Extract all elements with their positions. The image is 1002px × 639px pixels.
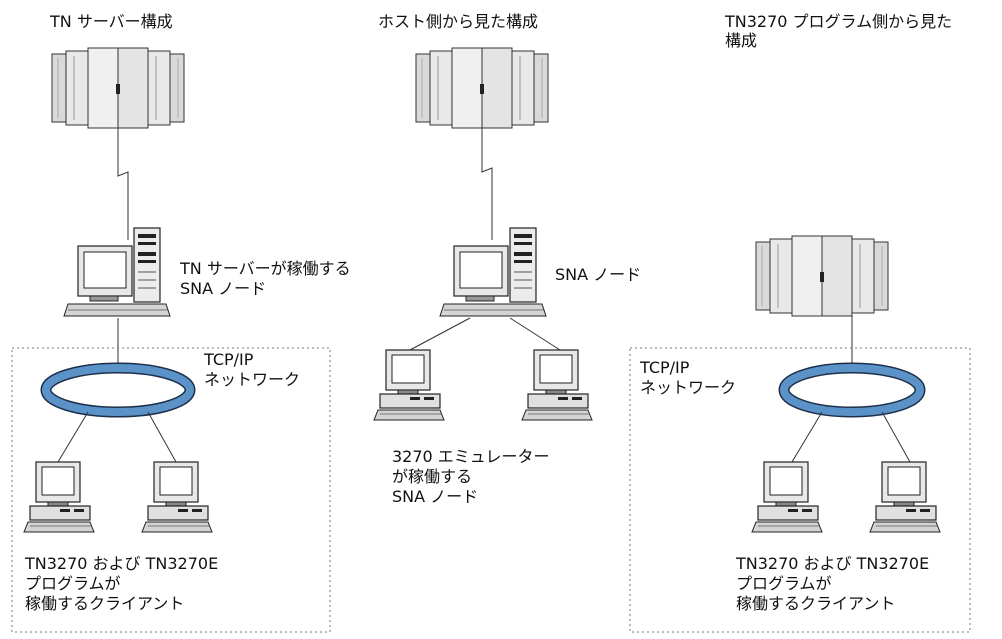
label-clients-left-line2: プログラムが [25, 574, 121, 593]
workstation-icon [751, 461, 823, 533]
server-computer-icon [439, 227, 547, 317]
workstation-icon [521, 349, 593, 421]
label-emulator-node-line1: 3270 エミュレーター [392, 447, 550, 466]
label-clients-left-line1: TN3270 および TN3270E [24, 554, 218, 573]
label-tcpip-left-line1: TCP/IP [203, 350, 254, 369]
tcpip-network-area-right [629, 347, 971, 633]
label-clients-right-line1: TN3270 および TN3270E [735, 554, 929, 573]
title-program-view-config-line2: 構成 [725, 31, 757, 50]
server-computer-icon [63, 227, 171, 317]
title-program-view-config-line1: TN3270 プログラム側から見た [724, 12, 952, 31]
workstation-icon [141, 461, 213, 533]
label-clients-left-line3: 稼働するクライアント [25, 594, 184, 613]
label-tn-server-node-line1: TN サーバーが稼働する [179, 259, 351, 278]
network-ring-icon [40, 362, 196, 418]
workstation-icon [869, 461, 941, 533]
label-emulator-node-line3: SNA ノード [392, 487, 478, 506]
network-ring-icon [778, 362, 926, 418]
label-emulator-node-line2: が稼働する [392, 467, 472, 486]
title-host-view-config: ホスト側から見た構成 [378, 12, 538, 31]
sna-link-middle [481, 128, 493, 240]
mainframe-icon [755, 235, 889, 317]
sna-link-left [117, 128, 129, 240]
tcpip-network-area-left [11, 347, 331, 633]
label-tcpip-left-line2: ネットワーク [204, 370, 300, 389]
label-sna-node: SNA ノード [555, 265, 641, 284]
label-tcpip-right-line1: TCP/IP [639, 358, 690, 377]
label-tn-server-node-line2: SNA ノード [180, 279, 266, 298]
label-tcpip-right-line2: ネットワーク [640, 378, 736, 397]
workstation-icon [23, 461, 95, 533]
mainframe-icon [415, 47, 549, 129]
label-clients-right-line2: プログラムが [736, 574, 832, 593]
title-tn-server-config: TN サーバー構成 [49, 12, 173, 31]
mainframe-icon [51, 47, 185, 129]
label-clients-right-line3: 稼働するクライアント [736, 594, 895, 613]
workstation-icon [373, 349, 445, 421]
